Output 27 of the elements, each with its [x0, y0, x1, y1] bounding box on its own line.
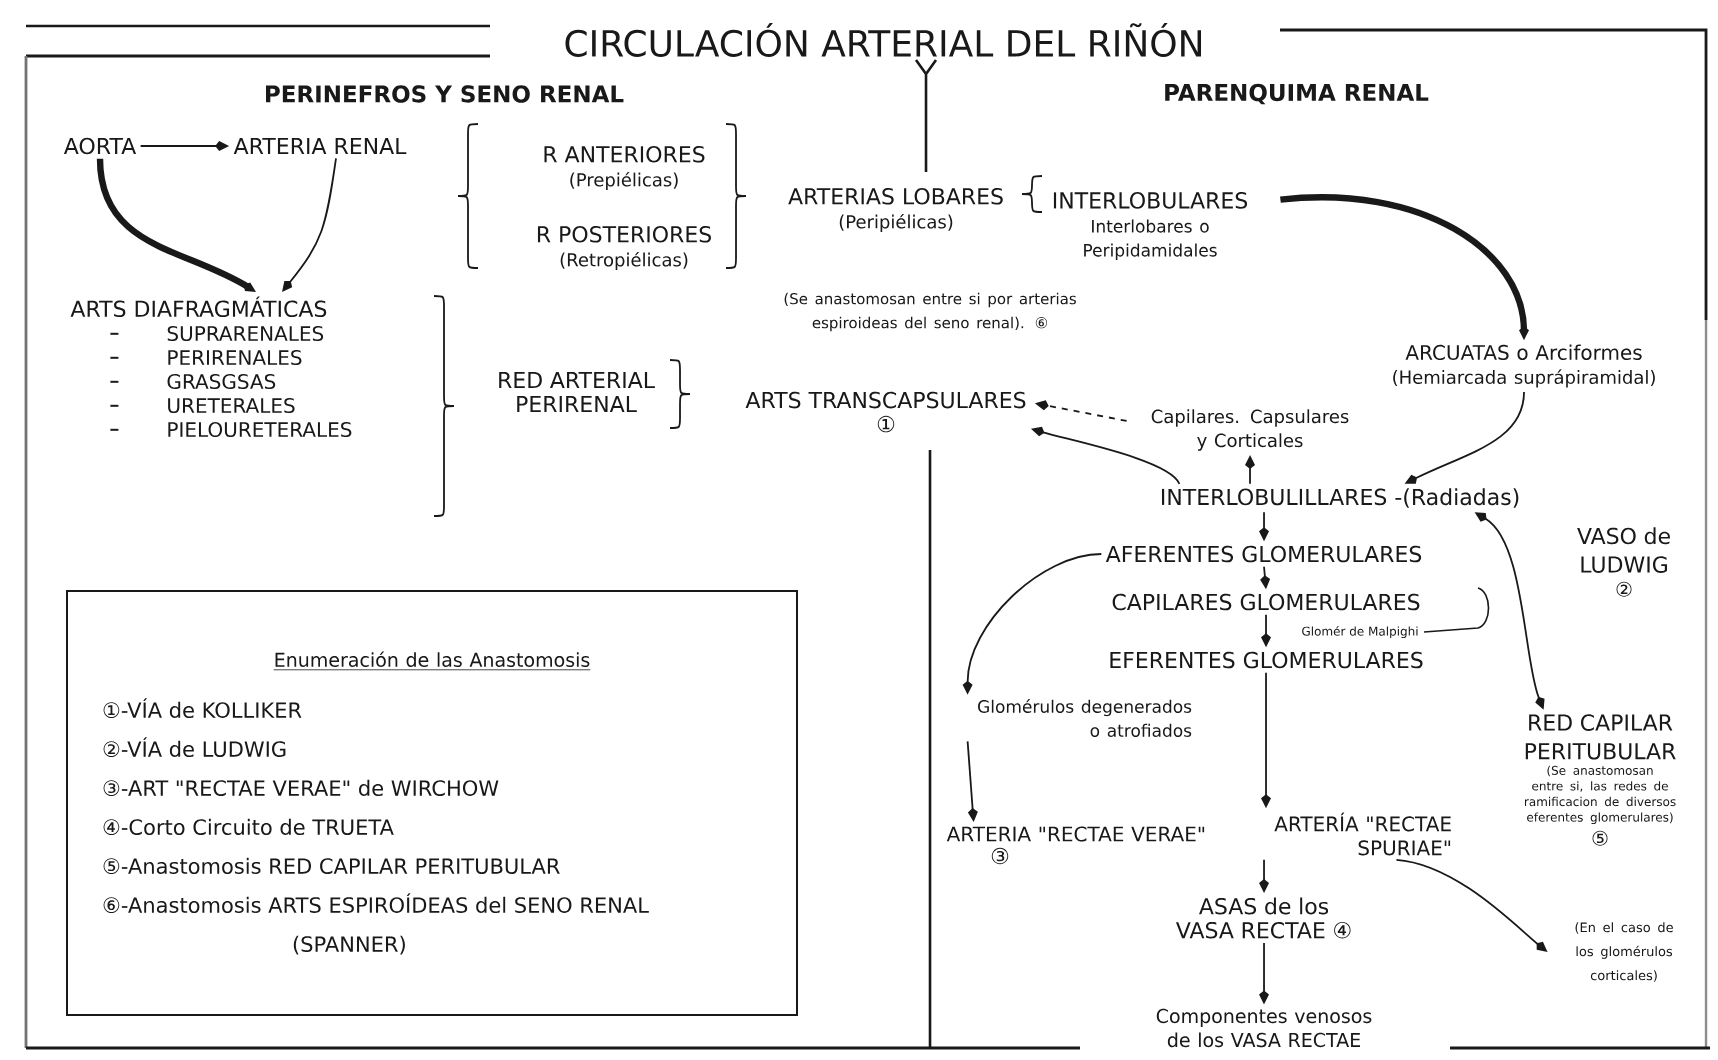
artery-label: R POSTERIORES (Retropiélicas) — [537, 226, 711, 271]
artery-label: ARTERIA "RECTAE VERAE" — [946, 826, 1205, 842]
artery-label: VASO de LUDWIG ② — [1577, 527, 1670, 597]
artery-label: Capilares. Capsulares y Corticales — [1151, 409, 1349, 451]
legend-box: Enumeración de las Anastomosis ①-VÍA de KOLLIKER ②-VÍA de LUDWIG ③-ART "RECTAE VERAE" de WIRCHOW ④-Corto Circuito de TRUETA ⑤-Anastomosis RED CAPILAR PERITUBULAR ⑥-Anastomosis ARTS ESPIROÍDEAS del SENO RENAL (SPANNER) — [66, 590, 798, 1016]
artery-label: Glomérulos degenerados o atrofiados — [978, 699, 1192, 737]
callout-number: ③ — [991, 847, 1009, 865]
artery-label: AORTA — [63, 137, 137, 155]
artery-label: AFERENTES GLOMERULARES — [1105, 545, 1422, 563]
artery-label: ARTERIAS LOBARES (Peripiélicas) — [788, 188, 1003, 233]
list-text: ARTS DIAFRAGMÁTICAS SUPRARENALES PERIRENALES GRASGSAS URETERALES PIELOURETERALES — [70, 296, 352, 438]
artery-label: ARTERIA RENAL — [233, 138, 407, 154]
artery-label: RED ARTERIAL PERIRENAL — [499, 372, 655, 412]
heading: PARENQUIMA RENAL — [1165, 83, 1429, 105]
artery-label: ARTERÍA "RECTAE SPURIAE" — [1274, 812, 1451, 856]
artery-label: R ANTERIORES (Prepiélicas) — [544, 146, 705, 191]
artery-label: Componentes venosos de los VASA RECTAE — [1156, 1008, 1372, 1048]
heading: PERINEFROS Y SENO RENAL — [266, 85, 624, 103]
arrow — [282, 157, 337, 292]
title: CIRCULACIÓN ARTERIAL DEL RIÑÓN — [565, 23, 1201, 57]
artery-label: INTERLOBULILLARES -(Radiadas) — [1162, 488, 1519, 508]
artery-label: ARCUATAS o Arciformes (Hemiarcada suprápiramidal) — [1393, 344, 1655, 388]
artery-label: CAPILARES GLOMERULARES — [1112, 593, 1420, 611]
artery-label: ARTS TRANSCAPSULARES ① — [745, 391, 1026, 433]
artery-label: INTERLOBULARES Interlobares o Peripidamidales — [1053, 192, 1248, 260]
artery-label: ASAS de los VASA RECTAE ④ — [1175, 897, 1351, 939]
artery-label: EFERENTES GLOMERULARES — [1110, 651, 1423, 669]
